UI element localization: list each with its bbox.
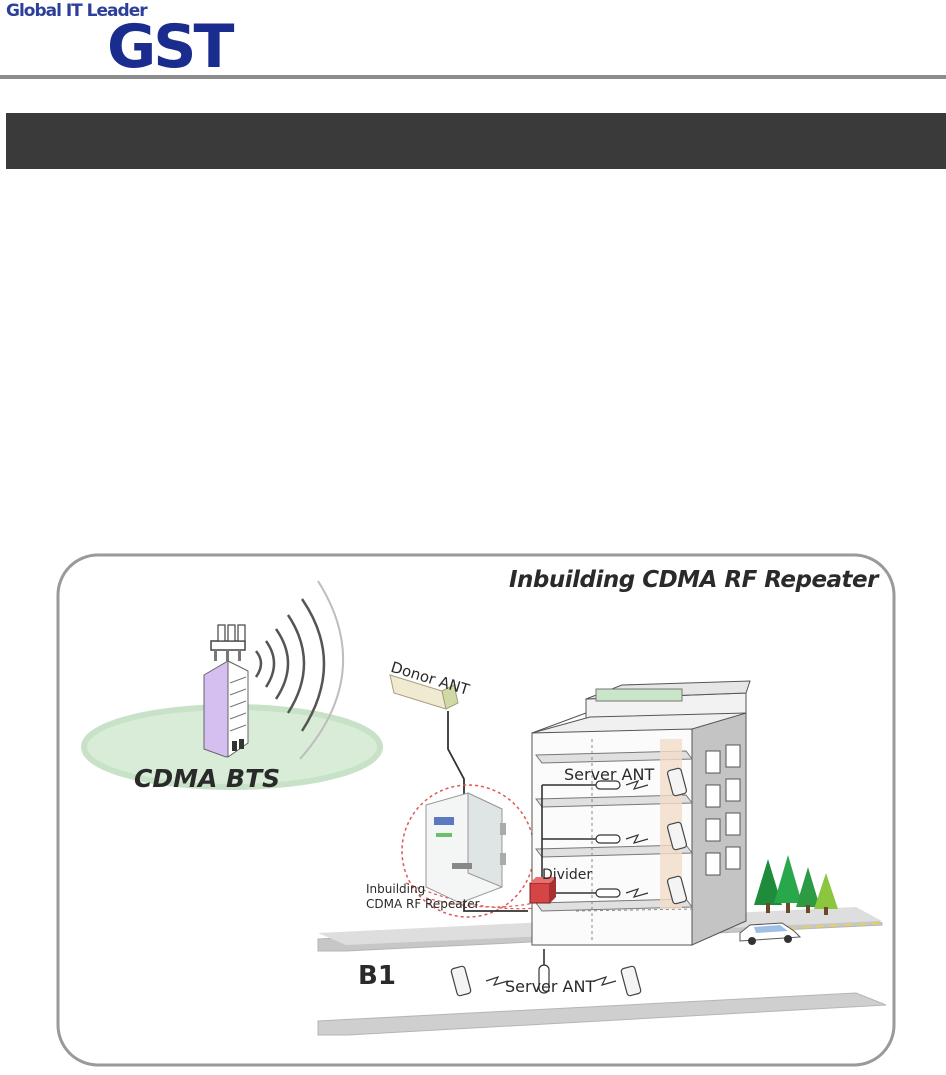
gst-logo: GST (107, 12, 234, 82)
divider-icon (529, 877, 556, 904)
donor-antenna-icon (389, 674, 459, 710)
mobile-phone-icon (450, 767, 688, 997)
signal-wave-icon (254, 580, 344, 760)
bts-tower-icon (203, 624, 249, 758)
divider-label: Divider (542, 867, 593, 883)
basement-server-antenna-icon (538, 964, 550, 994)
header-divider (0, 75, 946, 79)
basement-label: B1 (358, 961, 396, 991)
basement-slab (317, 992, 887, 1036)
building-icon (531, 680, 751, 946)
tree-icon (754, 855, 838, 915)
diagram-canvas (56, 553, 896, 1067)
section-title-bar (6, 113, 946, 169)
page-header: Global IT Leader GST (0, 0, 946, 82)
basement-server-ant-label: Server ANT (505, 977, 596, 996)
bts-label: CDMA BTS (134, 764, 281, 793)
diagram-title: Inbuilding CDMA RF Repeater (508, 567, 879, 593)
repeater-diagram: Inbuilding CDMA RF Repeater CDMA BTS Don… (56, 553, 896, 1067)
server-ant-label: Server ANT (564, 765, 655, 784)
repeater-label: Inbuilding CDMA RF Repeater (366, 882, 480, 911)
tagline: Global IT Leader (6, 1, 148, 21)
car-icon (739, 922, 802, 945)
server-antenna-icon (595, 780, 621, 898)
repeater-unit-icon (425, 792, 506, 904)
donor-cable (447, 711, 465, 799)
